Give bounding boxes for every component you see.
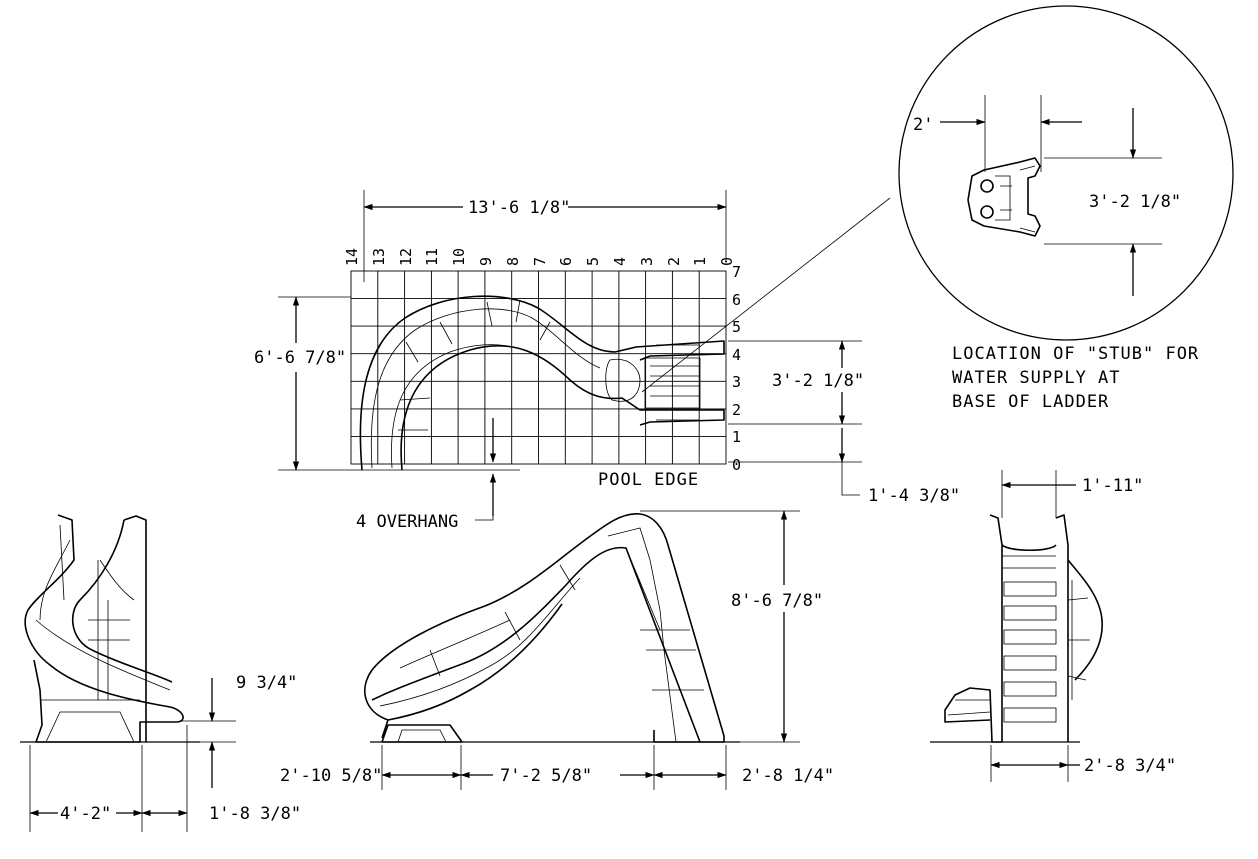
y-tick-label: 0 — [732, 456, 741, 474]
ladder-offset-dimension: 1'-4 3/8" — [728, 428, 960, 506]
y-tick-label: 6 — [732, 291, 741, 309]
x-tick-label: 5 — [584, 257, 602, 266]
x-tick-label: 3 — [638, 257, 656, 266]
ladder-length-label: 2'-8 1/4" — [742, 766, 834, 786]
ladder-rungs — [1003, 581, 1057, 723]
ladder-span-label: 3'-2 1/8" — [772, 371, 864, 391]
y-tick-label: 2 — [732, 401, 741, 419]
overall-depth-dimension: 6'-6 7/8" — [254, 296, 520, 471]
plan-grid — [350, 270, 727, 465]
x-tick-label: 11 — [423, 248, 441, 266]
stub-note-line-2: WATER SUPPLY AT — [952, 368, 1121, 388]
pool-edge-label: POOL EDGE — [598, 470, 699, 490]
overhang-label: 4 OVERHANG — [356, 512, 458, 532]
ladder-view: 1'-11" 2'-8 3/4" — [930, 470, 1176, 782]
width-left-label: 4'-2" — [60, 804, 111, 824]
width-right-label: 1'-8 3/8" — [209, 804, 301, 824]
x-tick-label: 0 — [718, 257, 736, 266]
plan-slide-outline — [359, 295, 725, 471]
detail-leader-line — [641, 197, 891, 393]
ladder-span-dimension: 3'-2 1/8" — [728, 340, 864, 425]
detail-circle — [898, 5, 1234, 341]
middle-length-label: 7'-2 5/8" — [500, 766, 592, 786]
x-tick-label: 9 — [477, 257, 495, 266]
overall-depth-label: 6'-6 7/8" — [254, 348, 346, 368]
overall-width-label: 13'-6 1/8" — [468, 198, 570, 218]
stub-span-label: 3'-2 1/8" — [1089, 192, 1181, 212]
x-tick-label: 2 — [665, 257, 683, 266]
stub-width-label: 2' — [913, 115, 933, 135]
y-tick-label: 1 — [732, 428, 741, 446]
y-tick-label: 4 — [732, 346, 741, 364]
x-tick-label: 10 — [450, 248, 468, 266]
x-tick-label: 14 — [343, 248, 361, 266]
overhang-dimension: 4 OVERHANG — [356, 418, 497, 532]
plan-y-tick-labels: 7 6 5 4 3 2 1 0 — [732, 263, 741, 474]
side-height-label: 8'-6 7/8" — [731, 591, 823, 611]
plan-x-tick-labels: 14 13 12 11 10 9 8 7 6 5 4 3 2 1 0 — [343, 248, 736, 266]
stub-note-line-3: BASE OF LADDER — [952, 392, 1109, 412]
stub-note-line-1: LOCATION OF "STUB" FOR — [952, 344, 1199, 364]
exit-length-label: 2'-10 5/8" — [280, 766, 382, 786]
overall-width-dimension: 13'-6 1/8" — [363, 190, 727, 282]
x-tick-label: 8 — [504, 257, 522, 266]
ladder-base-detail — [967, 157, 1041, 237]
front-view: 9 3/4" 4'-2" 1'-8 3/8" — [20, 514, 301, 832]
side-view: 8'-6 7/8" 2'-10 5/8" 7'-2 5/8" 2'-8 1/4" — [280, 510, 834, 790]
x-tick-label: 12 — [397, 248, 415, 266]
ladder-top-width-label: 1'-11" — [1082, 476, 1143, 496]
ladder-base-width-label: 2'-8 3/4" — [1084, 756, 1176, 776]
y-tick-label: 7 — [732, 263, 741, 281]
exit-height-label: 9 3/4" — [236, 673, 297, 693]
top-plan-view: 14 13 12 11 10 9 8 7 6 5 4 3 2 1 0 7 6 5… — [254, 190, 960, 532]
x-tick-label: 4 — [611, 257, 629, 266]
y-tick-label: 5 — [732, 318, 741, 336]
x-tick-label: 1 — [691, 257, 709, 266]
stub-detail-view: 2' 3'-2 1/8" LOCATION OF "STUB" FOR WATE… — [898, 5, 1234, 412]
x-tick-label: 6 — [557, 257, 575, 266]
x-tick-label: 7 — [531, 257, 549, 266]
y-tick-label: 3 — [732, 373, 741, 391]
ladder-offset-label: 1'-4 3/8" — [868, 486, 960, 506]
x-tick-label: 13 — [370, 248, 388, 266]
